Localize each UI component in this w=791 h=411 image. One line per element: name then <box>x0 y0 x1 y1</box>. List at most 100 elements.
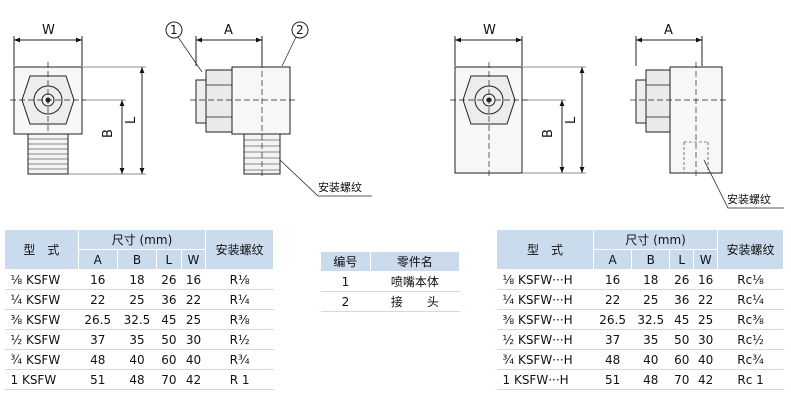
cell-part-name: 接 头 <box>370 291 460 312</box>
cell-part-name: 喷嘴本体 <box>370 271 460 292</box>
side-view-male <box>165 21 372 197</box>
cell-l: 45 <box>156 309 182 330</box>
cell-l: 50 <box>156 329 182 350</box>
dim-b-label-h: B <box>541 129 556 138</box>
cell-w: 22 <box>181 289 206 310</box>
header-thread: 安装螺纹 <box>717 229 784 270</box>
header-col: W <box>180 249 207 270</box>
header-col: L <box>156 249 182 270</box>
cell-model: ½ KSFW···H <box>496 329 594 350</box>
cell-thread: Rc⅛ <box>717 269 784 290</box>
cell-b: 32.5 <box>631 309 670 330</box>
cell-w: 16 <box>693 269 718 290</box>
cell-thread: R⅛ <box>205 269 274 290</box>
cell-no: 1 <box>320 271 371 292</box>
header-thread: 安装螺纹 <box>205 229 274 270</box>
header-col: A <box>593 249 633 270</box>
header-col: W <box>693 249 719 270</box>
cell-model: ¾ KSFW···H <box>496 349 594 370</box>
cell-l: 60 <box>669 349 694 370</box>
front-view-female <box>450 36 586 178</box>
cell-thread: Rc¾ <box>717 349 784 370</box>
cell-b: 48 <box>117 369 157 390</box>
cell-thread: R⅜ <box>205 309 274 330</box>
cell-w: 25 <box>693 309 718 330</box>
cell-thread: Rc⅜ <box>717 309 784 330</box>
cell-a: 26.5 <box>593 309 632 330</box>
cell-b: 40 <box>117 349 157 370</box>
header-model: 型 式 <box>495 229 595 270</box>
cell-model: ½ KSFW <box>4 329 79 350</box>
dim-a-label-h: A <box>664 23 673 38</box>
cell-no: 2 <box>320 291 371 312</box>
cell-w: 30 <box>693 329 718 350</box>
cell-a: 16 <box>593 269 632 290</box>
cell-l: 36 <box>156 289 182 310</box>
header-no: 编号 <box>320 251 371 272</box>
header-size: 尺寸 (mm) <box>77 229 207 250</box>
cell-l: 60 <box>156 349 182 370</box>
cell-model: ¾ KSFW <box>4 349 79 370</box>
cell-l: 45 <box>669 309 694 330</box>
cell-a: 16 <box>78 269 118 290</box>
header-size: 尺寸 (mm) <box>593 229 719 250</box>
cell-w: 25 <box>181 309 206 330</box>
cell-l: 26 <box>156 269 182 290</box>
dim-l-label: L <box>124 116 139 124</box>
cell-b: 18 <box>631 269 670 290</box>
cell-b: 32.5 <box>117 309 157 330</box>
cell-thread: Rc¼ <box>717 289 784 310</box>
thread-label-2: 安装螺纹 <box>727 192 771 206</box>
technical-drawings: W B L A 1 2 安装螺纹 <box>10 21 784 209</box>
cell-model: ⅛ KSFW <box>4 269 79 290</box>
cell-thread: Rc½ <box>717 329 784 350</box>
cell-w: 42 <box>693 369 718 390</box>
header-model: 型 式 <box>4 229 79 270</box>
dim-a-label: A <box>224 23 233 38</box>
header-col: B <box>631 249 671 270</box>
dim-l-label-h: L <box>564 116 579 124</box>
front-view-male <box>10 36 146 175</box>
cell-a: 37 <box>78 329 118 350</box>
cell-a: 48 <box>78 349 118 370</box>
cell-model: 1 KSFW <box>4 369 79 390</box>
cell-b: 35 <box>631 329 670 350</box>
cell-a: 37 <box>593 329 632 350</box>
cell-w: 30 <box>181 329 206 350</box>
header-col: B <box>116 249 158 270</box>
cell-thread: Rc 1 <box>717 369 784 390</box>
header-col: L <box>669 249 695 270</box>
cell-w: 16 <box>181 269 206 290</box>
cell-model: ⅜ KSFW <box>4 309 79 330</box>
cell-thread: R 1 <box>205 369 274 390</box>
header-col: A <box>77 249 118 270</box>
cell-l: 50 <box>669 329 694 350</box>
thread-label-1: 安装螺纹 <box>318 180 362 194</box>
cell-model: 1 KSFW···H <box>496 369 594 390</box>
cell-a: 48 <box>593 349 632 370</box>
cell-model: ¼ KSFW···H <box>496 289 594 310</box>
cell-b: 18 <box>117 269 157 290</box>
cell-l: 36 <box>669 289 694 310</box>
cell-l: 70 <box>669 369 694 390</box>
cell-a: 26.5 <box>78 309 118 330</box>
cell-w: 22 <box>693 289 718 310</box>
cell-w: 40 <box>181 349 206 370</box>
cell-a: 22 <box>593 289 632 310</box>
cell-thread: R¾ <box>205 349 274 370</box>
cell-w: 42 <box>181 369 206 390</box>
cell-a: 22 <box>78 289 118 310</box>
dim-w-label: W <box>42 23 55 38</box>
cell-l: 70 <box>156 369 182 390</box>
cell-a: 51 <box>593 369 632 390</box>
